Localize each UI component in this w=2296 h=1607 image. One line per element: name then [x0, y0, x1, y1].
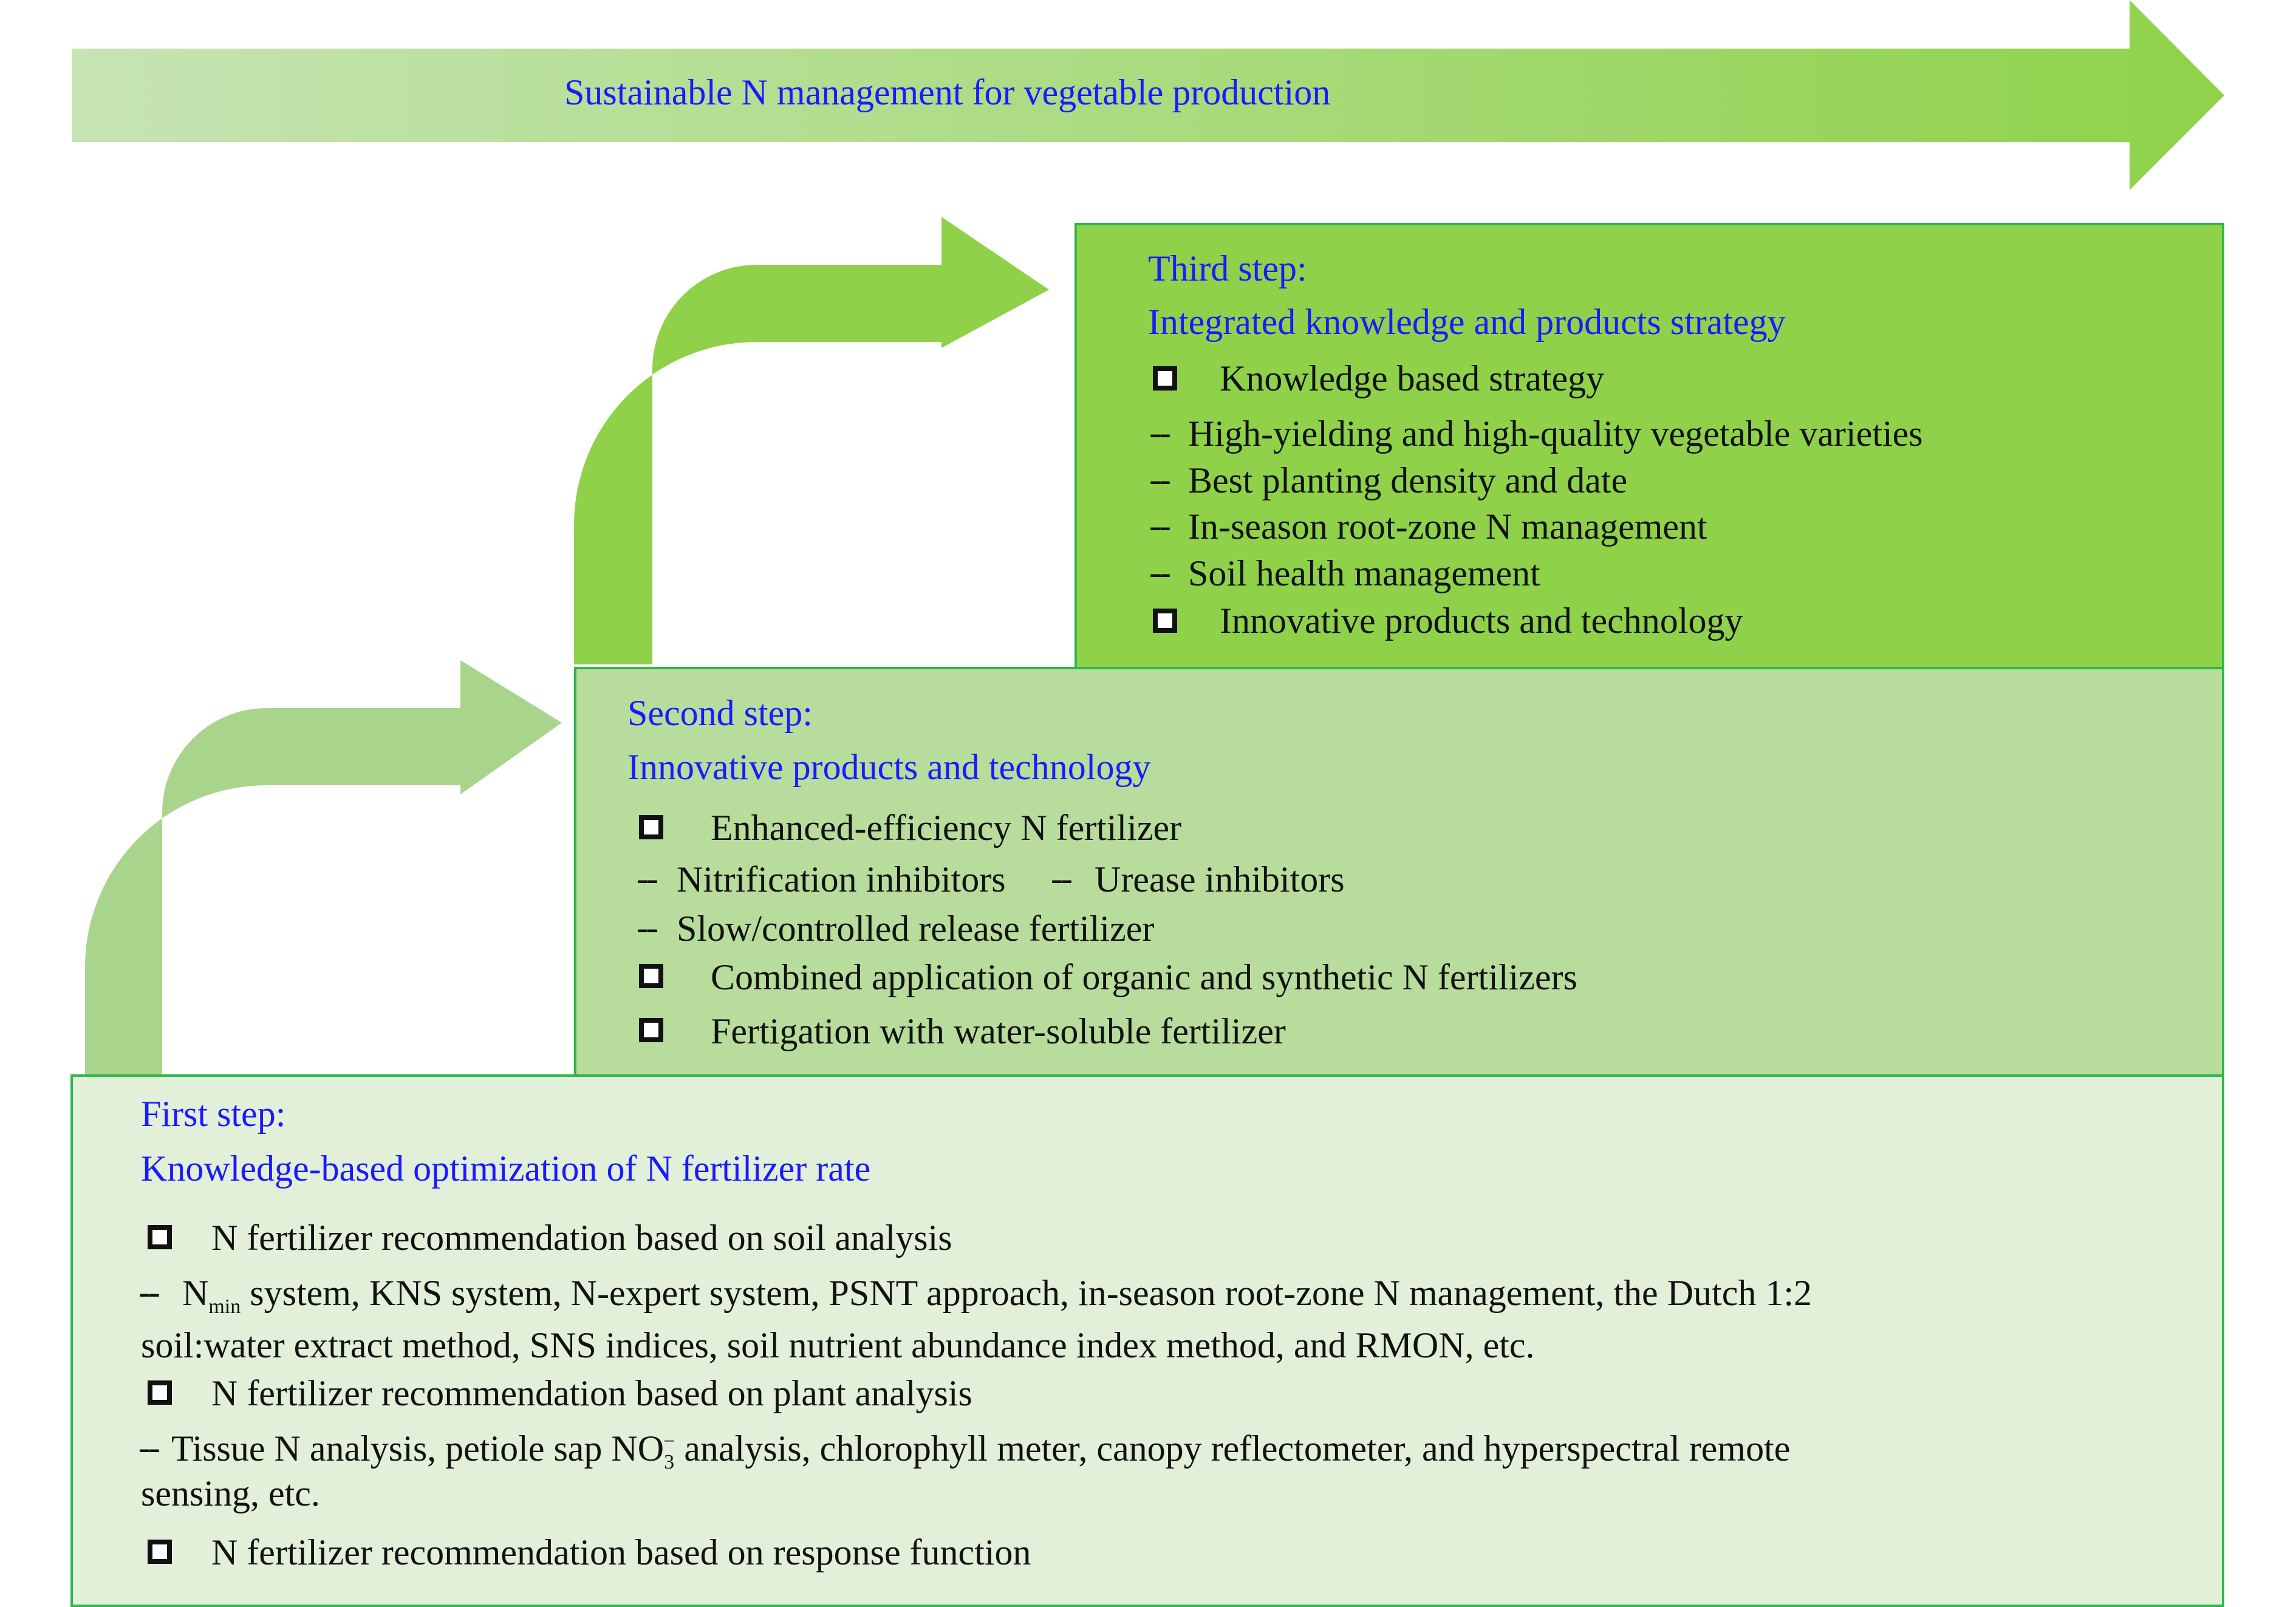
- second-step-sub-1b: Urease inhibitors: [1095, 859, 1345, 899]
- third-step-sub-4: Soil health management: [1188, 553, 1540, 593]
- first-step-sub-1-line-2: soil:water extract method, SNS indices, …: [141, 1325, 1535, 1365]
- n-symbol: N: [182, 1273, 209, 1313]
- dash-icon: --: [637, 907, 658, 947]
- dash-icon: --: [1051, 858, 1073, 898]
- second-step-heading: Second step:: [627, 693, 813, 733]
- second-step-sub-2: Slow/controlled release fertilizer: [677, 909, 1155, 949]
- second-step-box: [574, 667, 2224, 1080]
- dash-icon: --: [138, 1427, 160, 1467]
- checkbox-icon: [639, 815, 663, 839]
- checkbox-icon: [148, 1380, 172, 1405]
- first-step-sub-2-line-1: Tissue N analysis, petiole sap NO3− anal…: [171, 1428, 1791, 1473]
- first-step-bullet-1: N fertilizer recommendation based on soi…: [211, 1218, 952, 1258]
- no3-superscript: −: [663, 1430, 675, 1453]
- checkbox-icon: [1153, 609, 1177, 633]
- checkbox-icon: [639, 964, 663, 988]
- first-step-sub-2-line-2: sensing, etc.: [141, 1473, 320, 1513]
- dash-icon: --: [1149, 552, 1171, 592]
- banner-arrow: [72, 0, 2224, 190]
- nmin-subscript: min: [208, 1295, 241, 1318]
- checkbox-icon: [148, 1225, 172, 1249]
- first-step-subheading: Knowledge-based optimization of N fertil…: [141, 1148, 871, 1189]
- curved-arrow-lower: [85, 660, 562, 1076]
- second-step-bullet-1: Enhanced-efficiency N fertilizer: [711, 808, 1182, 848]
- third-step-bullet-1: Knowledge based strategy: [1220, 358, 1605, 398]
- first-step-bullet-3: N fertilizer recommendation based on res…: [211, 1532, 1031, 1572]
- dash-icon: --: [637, 858, 658, 898]
- third-step-sub-3: In-season root-zone N management: [1188, 507, 1707, 547]
- checkbox-icon: [1153, 366, 1177, 391]
- no3-subscript: 3: [664, 1451, 675, 1473]
- checkbox-icon: [148, 1540, 172, 1564]
- third-step-subheading: Integrated knowledge and products strate…: [1148, 302, 1786, 342]
- first-step-bullet-2: N fertilizer recommendation based on pla…: [211, 1373, 972, 1413]
- sub-1-line-1-rest: system, KNS system, N-expert system, PSN…: [241, 1273, 1812, 1313]
- first-step-box: [70, 1074, 2224, 1607]
- first-step-sub-1-line-1: Nmin system, KNS system, N-expert system…: [182, 1273, 1812, 1317]
- sub-2-line-1-post: analysis, chlorophyll meter, canopy refl…: [675, 1428, 1791, 1469]
- second-step-bullet-3: Fertigation with water-soluble fertilize…: [711, 1011, 1286, 1051]
- third-step-sub-2: Best planting density and date: [1188, 460, 1628, 500]
- third-step-sub-1: High-yielding and high-quality vegetable…: [1188, 414, 1923, 454]
- second-step-bullet-2: Combined application of organic and synt…: [711, 957, 1577, 997]
- second-step-subheading: Innovative products and technology: [627, 747, 1151, 787]
- dash-icon: --: [1149, 505, 1171, 545]
- dash-icon: --: [1149, 412, 1171, 452]
- third-step-heading: Third step:: [1148, 248, 1307, 288]
- curved-arrow-upper: [574, 217, 1049, 664]
- first-step-heading: First step:: [141, 1094, 286, 1134]
- dash-icon: --: [138, 1272, 160, 1312]
- banner-title: Sustainable N management for vegetable p…: [564, 72, 1331, 112]
- sub-2-line-1-pre: Tissue N analysis, petiole sap NO: [171, 1428, 665, 1469]
- dash-icon: --: [1149, 459, 1171, 499]
- third-step-bullet-2: Innovative products and technology: [1220, 601, 1743, 641]
- second-step-sub-1a: Nitrification inhibitors: [677, 859, 1006, 899]
- third-step-box: [1075, 223, 2224, 669]
- checkbox-icon: [639, 1018, 663, 1042]
